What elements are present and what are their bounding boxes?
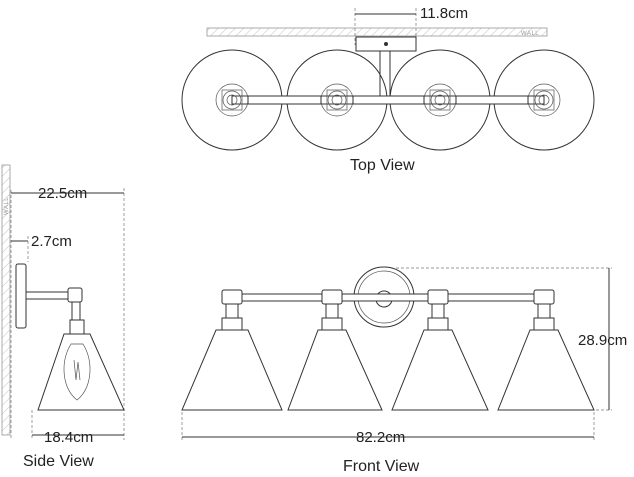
arm-front-1 — [221, 289, 243, 331]
caption-front-view: Front View — [343, 458, 420, 475]
wall-strip-top — [206, 27, 548, 37]
backplate-side — [15, 263, 27, 329]
shade-front-3 — [391, 329, 489, 411]
wall-label-top: WALL — [521, 31, 539, 37]
side-view: WALL 22.5cm 2.7cm 18.4cm Side View — [1, 164, 125, 470]
shade-side — [37, 333, 125, 411]
dim-projection: 22.5cm — [38, 185, 87, 202]
dim-shade-diameter: 18.4cm — [44, 429, 93, 446]
shade-front-4 — [497, 329, 595, 411]
dim-width: 82.2cm — [356, 429, 405, 446]
wall-label-side: WALL — [4, 197, 10, 215]
dim-backplate-depth: 2.7cm — [31, 233, 72, 250]
dim-depth-top: 11.8cm — [420, 5, 468, 22]
wall-strip-side — [1, 164, 11, 436]
front-view: 28.9cm 82.2cm Front View — [181, 266, 627, 475]
stem-top — [379, 50, 391, 100]
dim-height: 28.9cm — [578, 332, 627, 349]
arm-front-2 — [321, 289, 343, 331]
shade-top-1 — [181, 49, 283, 151]
caption-top-view: Top View — [350, 157, 415, 174]
bulb-side — [63, 343, 91, 401]
arm-front-3 — [427, 289, 449, 331]
crossbar-front — [231, 293, 545, 302]
top-view: WALL 11.8cm — [181, 5, 595, 174]
shade-front-1 — [181, 329, 283, 411]
arm-front-4 — [533, 289, 555, 331]
shade-front-2 — [287, 329, 383, 411]
caption-side-view: Side View — [23, 453, 94, 470]
